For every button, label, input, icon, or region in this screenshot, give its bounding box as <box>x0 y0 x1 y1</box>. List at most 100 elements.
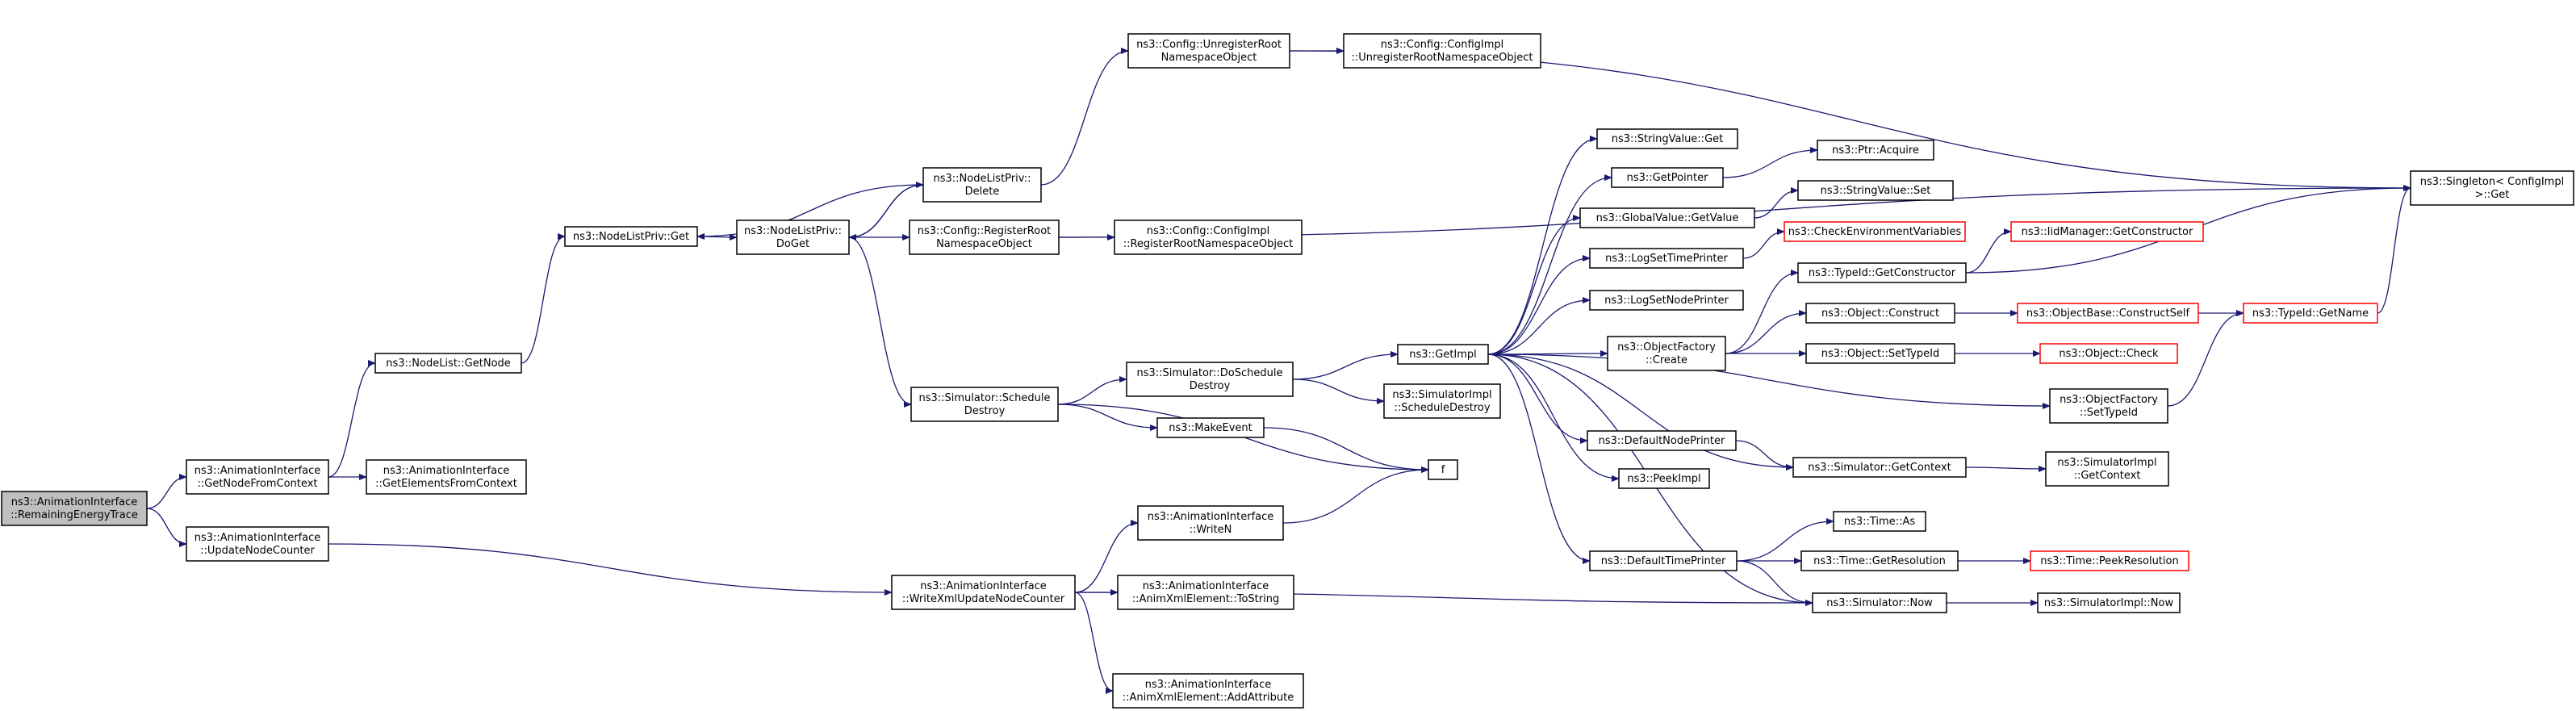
graph-node[interactable]: ns3::GetPointer <box>1611 167 1724 188</box>
graph-node[interactable]: ns3::SimulatorImpl::GetContext <box>2045 451 2169 487</box>
edge-n13-n14 <box>1057 376 1127 405</box>
node-box <box>2010 221 2204 242</box>
node-label: ns3::IidManager::GetConstructor <box>2022 226 2193 238</box>
graph-node[interactable]: ns3::SimulatorImpl::Now <box>2037 592 2181 613</box>
graph-node[interactable]: ns3::AnimationInterface::WriteXmlUpdateN… <box>891 575 1076 610</box>
node-label: ns3::LogSetTimePrinter <box>1605 253 1728 265</box>
node-box <box>922 167 1042 203</box>
graph-node[interactable]: ns3::Config::ConfigImpl::RegisterRootNam… <box>1114 220 1303 255</box>
node-box <box>736 220 850 255</box>
graph-node[interactable]: ns3::LogSetNodePrinter <box>1589 290 1744 311</box>
graph-node[interactable]: ns3::LogSetTimePrinter <box>1589 248 1744 269</box>
edge-n20-n16 <box>1282 466 1429 524</box>
node-box <box>1 491 148 526</box>
node-box <box>1812 592 1947 613</box>
edge-n19-n22 <box>1074 592 1114 694</box>
node-box <box>1156 417 1265 438</box>
node-box <box>1579 207 1755 228</box>
graph-node[interactable]: ns3::MakeEvent <box>1156 417 1265 438</box>
graph-node[interactable]: f <box>1428 459 1458 480</box>
edge-n17-n38 <box>1487 353 2051 409</box>
graph-node[interactable]: ns3::NodeListPriv::Get <box>564 226 698 247</box>
node-label: ns3::Config::ConfigImpl <box>1147 225 1270 237</box>
node-label: ns3::Config::RegisterRoot <box>918 225 1052 237</box>
graph-node[interactable]: ns3::Ptr::Acquire <box>1817 140 1934 161</box>
graph-node[interactable]: ns3::Object::SetTypeId <box>1805 343 1955 364</box>
graph-node[interactable]: ns3::CheckEnvironmentVariables <box>1784 221 1966 242</box>
graph-node[interactable]: ns3::IidManager::GetConstructor <box>2010 221 2204 242</box>
graph-node[interactable]: ns3::GetImpl <box>1397 344 1489 365</box>
graph-node[interactable]: ns3::Time::As <box>1833 511 1926 532</box>
graph-node[interactable]: ns3::ObjectFactory::SetTypeId <box>2049 388 2168 424</box>
graph-node[interactable]: ns3::PeekImpl <box>1618 468 1710 489</box>
node-box <box>1800 550 1959 571</box>
edge-n28-n36 <box>1725 310 1807 354</box>
graph-node[interactable]: ns3::Singleton< ConfigImpl >::Get <box>2410 170 2574 206</box>
node-label: ns3::SimulatorImpl::Now <box>2044 597 2174 609</box>
node-label: ns3::Config::UnregisterRoot <box>1136 39 1282 51</box>
graph-node[interactable]: ns3::Simulator::Now <box>1812 592 1947 613</box>
edge-n17-n39 <box>1487 353 1794 471</box>
node-box <box>1589 290 1744 311</box>
node-label: ::Create <box>1646 354 1687 366</box>
graph-node[interactable]: ns3::AnimationInterface::AnimXmlElement:… <box>1112 673 1304 709</box>
graph-node[interactable]: ns3::AnimationInterface::GetNodeFromCont… <box>186 459 329 495</box>
edge-n14-n18 <box>1292 379 1385 404</box>
graph-node[interactable]: ns3::AnimationInterface::GetElementsFrom… <box>366 459 527 495</box>
edge-n8-n11 <box>1040 48 1129 186</box>
node-label: ns3::Simulator::DoSchedule <box>1136 367 1282 379</box>
graph-node[interactable]: ns3::ObjectFactory::Create <box>1607 336 1726 371</box>
graph-node[interactable]: ns3::Simulator::ScheduleDestroy <box>910 387 1059 422</box>
edge-n26-n34 <box>1742 228 1785 259</box>
node-label: ns3::Simulator::GetContext <box>1808 462 1951 474</box>
graph-node[interactable]: ns3::Object::Check <box>2039 343 2178 364</box>
node-box <box>374 353 522 374</box>
graph-node[interactable]: ns3::Object::Construct <box>1805 303 1955 324</box>
edge-n17-n26 <box>1487 255 1591 355</box>
graph-node[interactable]: ns3::DefaultTimePrinter <box>1589 550 1738 571</box>
graph-node[interactable]: ns3::SimulatorImpl::ScheduleDestroy <box>1383 383 1501 419</box>
graph-node[interactable]: ns3::TypeId::GetName <box>2243 303 2378 324</box>
graph-node[interactable]: ns3::AnimationInterface::AnimXmlElement:… <box>1117 575 1294 610</box>
graph-node[interactable]: ns3::DefaultNodePrinter <box>1587 430 1737 451</box>
node-label: ::SetTypeId <box>2080 407 2138 419</box>
graph-node[interactable]: ns3::Config::ConfigImpl::UnregisterRootN… <box>1343 33 1541 69</box>
node-label: NamespaceObject <box>1161 52 1257 64</box>
graph-node[interactable]: ns3::StringValue::Get <box>1596 128 1738 149</box>
node-box <box>1589 550 1738 571</box>
graph-node[interactable]: ns3::Config::RegisterRootNamespaceObject <box>909 220 1060 255</box>
node-label: ns3::Object::Check <box>2059 348 2159 360</box>
node-box <box>1587 430 1737 451</box>
edge-n13-n15 <box>1057 404 1158 431</box>
node-box <box>2243 303 2378 324</box>
graph-node[interactable]: ns3::Time::GetResolution <box>1800 550 1959 571</box>
edge-n38-n45 <box>2167 310 2244 407</box>
node-label: ns3::AnimationInterface <box>920 580 1047 592</box>
edge-n35-n43 <box>1965 228 2012 274</box>
graph-node[interactable]: ns3::NodeList::GetNode <box>374 353 522 374</box>
node-label: ::RegisterRootNamespaceObject <box>1123 238 1294 250</box>
graph-node[interactable]: ns3::NodeListPriv::DoGet <box>736 220 850 255</box>
graph-node[interactable]: ns3::AnimationInterface::UpdateNodeCount… <box>186 526 329 562</box>
graph-node[interactable]: ns3::StringValue::Set <box>1797 180 1954 201</box>
graph-node[interactable]: ns3::GlobalValue::GetValue <box>1579 207 1755 228</box>
graph-node[interactable]: ns3::Simulator::GetContext <box>1792 457 1967 478</box>
graph-node[interactable]: ns3::NodeListPriv::Delete <box>922 167 1042 203</box>
graph-node[interactable]: ns3::AnimationInterface::WriteN <box>1137 505 1284 541</box>
edge-n45-n50 <box>2377 185 2411 314</box>
node-box <box>1589 248 1744 269</box>
node-box <box>1611 167 1724 188</box>
graph-node[interactable]: ns3::TypeId::GetConstructor <box>1797 262 1967 283</box>
node-label: ns3::Object::Construct <box>1821 307 1939 320</box>
graph-node[interactable]: ns3::ObjectBase::ConstructSelf <box>2017 303 2199 324</box>
graph-node[interactable]: ns3::AnimationInterface::RemainingEnergy… <box>1 491 148 526</box>
edge-n17-n24 <box>1487 174 1612 355</box>
node-box <box>910 387 1059 422</box>
node-box <box>366 459 527 495</box>
graph-node[interactable]: ns3::Time::PeekResolution <box>2030 550 2189 571</box>
node-box <box>1137 505 1284 541</box>
node-box <box>1114 220 1303 255</box>
graph-node[interactable]: ns3::Config::UnregisterRootNamespaceObje… <box>1127 33 1290 69</box>
